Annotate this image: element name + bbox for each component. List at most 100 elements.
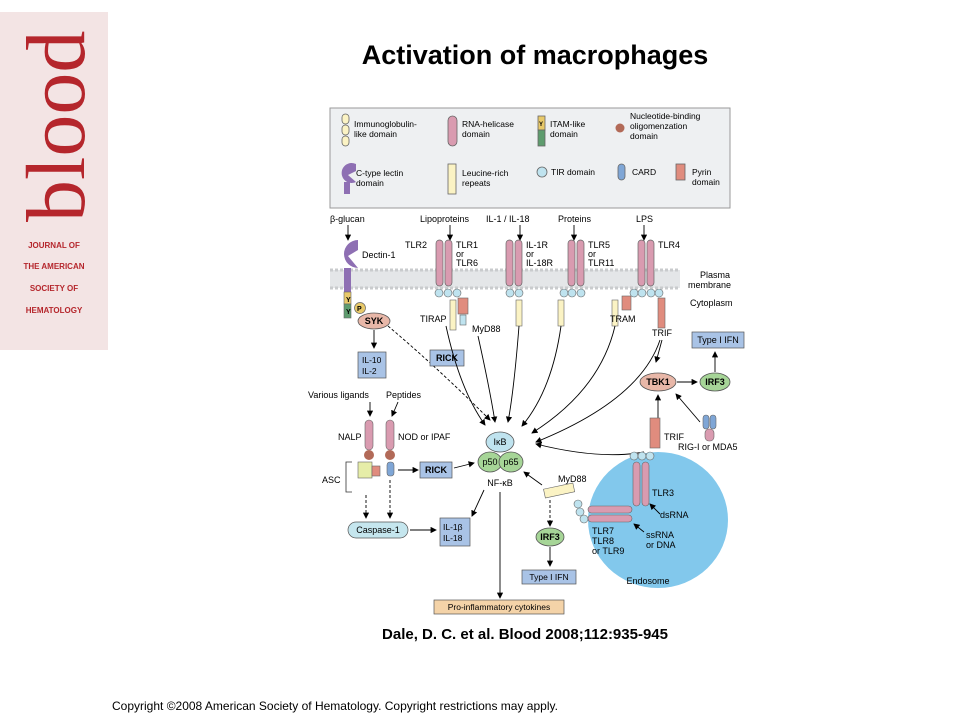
tlr-to-nfkb-arrows (445, 325, 661, 443)
legend-nbd-2: oligomenzation (630, 121, 687, 131)
legend-nbd-3: domain (630, 131, 658, 141)
trif-to-tbk1-arrow (654, 339, 663, 363)
myd88-to-nfkb-arrow (523, 471, 543, 486)
plasma-membrane (330, 268, 680, 290)
tlr4-dimer (611, 239, 666, 329)
legend-rna-helicase: RNA-helicase (462, 119, 514, 129)
legend-pyrin-2: domain (692, 177, 720, 187)
pro-inflammatory-box (433, 599, 565, 615)
trif-label: TRIF (652, 328, 672, 338)
legend-pyrin: Pyrin (692, 167, 712, 177)
rig-to-tbk1-arrow (675, 393, 701, 423)
journal-line-2: THE AMERICAN (23, 262, 85, 271)
dsrna-label: dsRNA (660, 510, 689, 520)
endosome (588, 452, 728, 588)
legend-immunoglobulin-2: like domain (354, 129, 397, 139)
tbk1-label: TBK1 (646, 377, 670, 387)
il1b-label: IL-1β (443, 522, 463, 532)
legend-frame (329, 107, 731, 209)
il18r-label: IL-18R (526, 258, 554, 268)
citation: Dale, D. C. et al. Blood 2008;112:935-94… (382, 626, 668, 643)
il1r-dimer (505, 239, 524, 327)
dectin-y-mark-2: Y (346, 309, 351, 316)
card-domain-icon (617, 163, 626, 181)
macrophage-activation-diagram: Immunoglobulin- like domain RNA-helicase… (308, 107, 745, 615)
journal-line-3: SOCIETY OF (29, 284, 79, 293)
tlr11-label: TLR11 (588, 258, 614, 268)
il1r-label: IL-1R (526, 240, 549, 250)
journal-line-1: JOURNAL OF (28, 241, 80, 250)
legend-card: CARD (632, 167, 656, 177)
tlr9-label: or TLR9 (592, 546, 624, 556)
irf3-node-bottom (535, 527, 565, 547)
legend-itam: ITAM-like (550, 119, 586, 129)
ikb-label: IκB (493, 437, 506, 447)
ligand-lps: LPS (636, 214, 653, 224)
rig-i-mda5 (702, 414, 717, 442)
tirap-label: TIRAP (420, 314, 447, 324)
c-type-lectin-icon (341, 163, 356, 183)
trif-to-nfkb-arrow (535, 442, 645, 456)
myd88-label: MyD88 (472, 324, 501, 334)
tlr1-or: or (456, 249, 464, 259)
ligand-arrows (344, 225, 648, 241)
legend-immunoglobulin: Immunoglobulin- (354, 119, 417, 129)
irf3-node-right (699, 372, 731, 392)
il10-il2-box (357, 351, 387, 379)
type1-ifn-box-bottom (521, 569, 577, 585)
trif-endosomal-label: TRIF (664, 432, 684, 442)
tlr5-or: or (588, 249, 596, 259)
il10-label: IL-10 (362, 355, 382, 365)
type1-ifn-right-label: Type I IFN (697, 335, 739, 345)
caspase-1-node (347, 521, 409, 539)
tram-label: TRAM (610, 314, 636, 324)
blood-wordmark-text: blood (10, 31, 103, 222)
legend-lrr-2: repeats (462, 178, 490, 188)
p65-label: p65 (503, 457, 518, 467)
itam-domain-icon: Y (537, 115, 546, 147)
nod-receptor (385, 419, 395, 477)
ligand-beta-glucan: β-glucan (330, 214, 365, 224)
nfkb-to-il1b-arrow (471, 489, 485, 517)
blood-wordmark: blood (10, 31, 103, 222)
rick-bottom-label: RICK (425, 465, 447, 475)
legend-rna-helicase-2: domain (462, 129, 490, 139)
rick-top-label: RICK (436, 353, 458, 363)
peptides-label: Peptides (386, 390, 422, 400)
dectin-1-receptor (343, 240, 358, 319)
il1r-or: or (526, 249, 534, 259)
leucine-rich-repeat-icon (447, 163, 457, 195)
tlr1-label: TLR1 (456, 240, 478, 250)
ligand-il1-il18: IL-1 / IL-18 (486, 214, 530, 224)
nalp-label: NALP (338, 432, 362, 442)
syk-node (357, 312, 391, 330)
rna-helicase-domain-icon (447, 115, 458, 147)
myd88-endosomal (543, 482, 576, 499)
legend-ctype: C-type lectin (356, 168, 404, 178)
asc-label: ASC (322, 475, 341, 485)
legend-ctype-2: domain (356, 178, 384, 188)
c-type-lectin-stalk (344, 182, 350, 194)
tlr7-label: TLR7 (592, 526, 614, 536)
phosphate-marker (354, 302, 366, 314)
slide-title: Activation of macrophages (361, 40, 709, 70)
nod-label: NOD or IPAF (398, 432, 451, 442)
legend-nbd: Nucleotide-binding (630, 111, 701, 121)
myd88-endosomal-label: MyD88 (558, 474, 587, 484)
tlr3-receptor (629, 451, 655, 507)
endosome-label: Endosome (626, 576, 669, 586)
dectin-y-mark-1: Y (346, 297, 351, 304)
ssrna-arrow (633, 523, 645, 533)
ligand-lipoproteins: Lipoproteins (420, 214, 470, 224)
dectin-1-label: Dectin-1 (362, 250, 396, 260)
tlr7-8-9-receptor (573, 499, 633, 524)
tlr5-label: TLR5 (588, 240, 610, 250)
rig-i-label: RIG-I or MDA5 (678, 442, 738, 452)
trif-endosomal (649, 417, 661, 449)
tlr3-label: TLR3 (652, 488, 674, 498)
pro-inflammatory-label: Pro-inflammatory cytokines (448, 602, 551, 612)
plasma-label: Plasma (700, 270, 730, 280)
immunoglobulin-domain-icon (341, 113, 350, 147)
various-ligands-label: Various ligands (308, 390, 369, 400)
tlr5-dimer (557, 239, 586, 327)
